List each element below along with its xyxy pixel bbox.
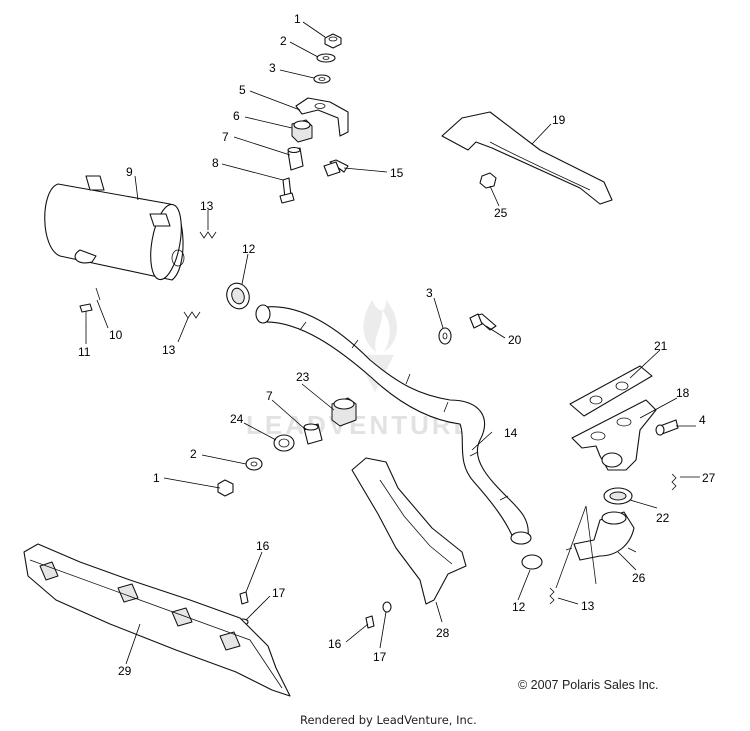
part-screw-11 xyxy=(79,303,93,322)
callout-24: 24 xyxy=(230,412,244,426)
part-gasket-22 xyxy=(603,487,633,505)
part-grommet-23 xyxy=(331,397,357,427)
callout-29: 29 xyxy=(118,664,132,678)
callout-3-mid: 3 xyxy=(426,286,433,300)
rendered-by-credit: Rendered by LeadVenture, Inc. xyxy=(300,713,477,727)
part-spacer-24 xyxy=(273,434,295,452)
callout-1-lower: 1 xyxy=(153,471,160,485)
callout-28: 28 xyxy=(436,626,450,640)
part-bolt-20 xyxy=(469,313,497,331)
callout-16-upper: 16 xyxy=(256,539,270,553)
part-washer-17-lower xyxy=(382,601,392,613)
leader-lines xyxy=(85,21,700,665)
part-bolt-8 xyxy=(279,177,295,204)
copyright-notice: © 2007 Polaris Sales Inc. xyxy=(518,678,659,692)
callout-11: 11 xyxy=(78,345,91,359)
callout-20: 20 xyxy=(508,333,522,347)
callout-21: 21 xyxy=(654,339,668,353)
callout-4: 4 xyxy=(699,413,706,427)
part-heat-shield-19 xyxy=(441,111,613,205)
callout-6: 6 xyxy=(233,109,240,123)
callout-5: 5 xyxy=(239,83,246,97)
callout-15: 15 xyxy=(390,166,404,180)
callout-7-lower: 7 xyxy=(266,389,273,403)
part-sleeve-top xyxy=(287,146,304,171)
part-pin-10 xyxy=(95,287,101,301)
callout-14: 14 xyxy=(504,426,518,440)
part-bolt-25 xyxy=(479,172,497,189)
part-heat-shield-28 xyxy=(351,457,467,605)
part-manifold-gasket xyxy=(569,365,653,417)
callout-19: 19 xyxy=(552,113,566,127)
part-washer-lower xyxy=(245,457,263,471)
callout-16-lower: 16 xyxy=(328,637,342,651)
callout-13-lower: 13 xyxy=(162,343,176,357)
part-washer-3-mid xyxy=(438,327,452,345)
part-sleeve-lower xyxy=(303,423,323,445)
callout-2-lower: 2 xyxy=(190,447,197,461)
part-washer-top xyxy=(316,53,336,63)
part-spring-lower xyxy=(183,311,201,319)
callout-8: 8 xyxy=(212,156,219,170)
callout-13-upper: 13 xyxy=(200,199,214,213)
part-spring-upper xyxy=(199,231,217,239)
callout-27: 27 xyxy=(702,471,716,485)
part-bracket xyxy=(295,97,349,137)
part-bolt-16-lower xyxy=(365,615,375,629)
part-bolt-16-upper xyxy=(239,591,249,605)
callout-labels: 1 2 3 5 6 7 8 15 9 13 12 10 11 13 19 25 … xyxy=(78,12,716,678)
callout-25: 25 xyxy=(494,206,508,220)
callout-2-top: 2 xyxy=(280,34,287,48)
part-nut-top xyxy=(324,33,342,49)
callout-17-lower: 17 xyxy=(373,650,387,664)
callout-17-upper: 17 xyxy=(272,586,286,600)
callout-13-right: 13 xyxy=(581,599,595,613)
callout-23: 23 xyxy=(296,370,310,384)
part-head-pipe xyxy=(255,304,532,545)
part-stud-4 xyxy=(655,419,679,436)
callout-18: 18 xyxy=(676,386,690,400)
callout-1-top: 1 xyxy=(294,12,301,26)
callout-12-lower: 12 xyxy=(512,600,526,614)
callout-7-top: 7 xyxy=(222,130,229,144)
part-bolt-15 xyxy=(323,159,349,177)
part-heat-shield-29 xyxy=(23,543,291,697)
part-elbow-pipe xyxy=(555,505,637,589)
part-exhaust-manifold xyxy=(571,399,657,471)
part-gasket-upper xyxy=(226,282,250,310)
part-spring-27 xyxy=(671,473,677,491)
part-grommet xyxy=(291,119,313,143)
callout-12-upper: 12 xyxy=(242,242,256,256)
part-washer-3-top xyxy=(313,74,331,84)
part-muffler xyxy=(44,175,185,281)
part-nut-lower xyxy=(217,479,234,497)
callout-3-top: 3 xyxy=(269,61,276,75)
part-gasket-lower xyxy=(521,554,543,570)
callout-22: 22 xyxy=(656,511,670,525)
callout-9: 9 xyxy=(126,165,133,179)
callout-26: 26 xyxy=(632,571,646,585)
part-spring-right xyxy=(549,587,555,605)
callout-10: 10 xyxy=(109,328,123,342)
